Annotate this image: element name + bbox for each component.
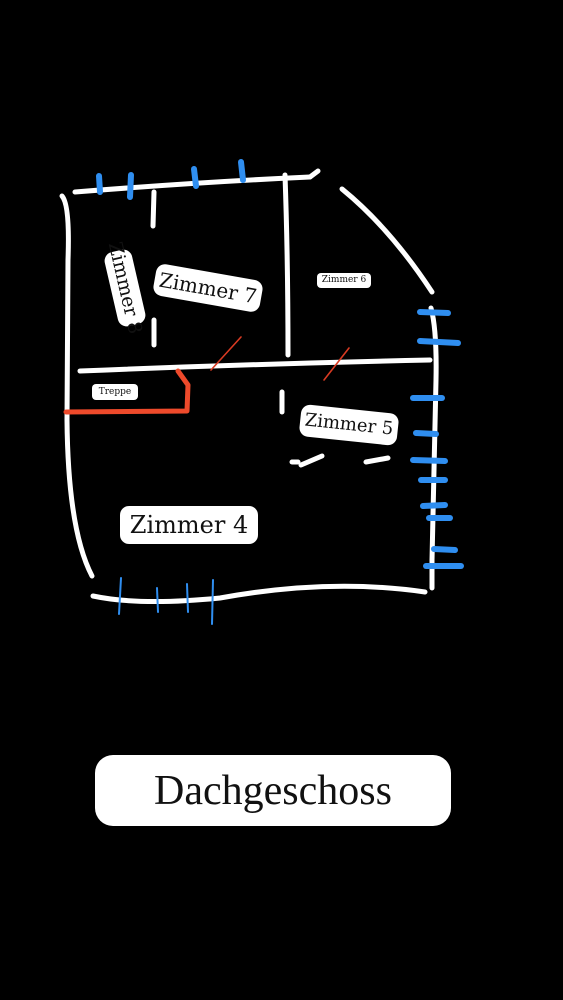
door-zimmer6 xyxy=(323,347,350,381)
wall-diagonal-northeast xyxy=(339,186,435,295)
wall-zimmer8-zimmer7 xyxy=(150,189,157,229)
window-right-2 xyxy=(417,338,461,346)
wall-corridor xyxy=(77,357,433,374)
wall-top-corner xyxy=(307,168,321,180)
window-bottom-4 xyxy=(211,579,214,625)
window-right-1 xyxy=(417,309,451,316)
window-bottom-3 xyxy=(186,583,189,613)
wall-right xyxy=(428,305,439,591)
window-bottom-2 xyxy=(156,587,159,613)
door-swings xyxy=(210,336,350,381)
room-label-zimmer6: Zimmer 6 xyxy=(317,273,371,288)
page-title: Dachgeschoss xyxy=(95,755,451,826)
wall-zimmer5-bottom-b xyxy=(298,453,325,468)
windows-top xyxy=(96,159,246,200)
stair-outline xyxy=(63,368,191,415)
walls xyxy=(59,168,439,605)
stairs xyxy=(63,368,191,415)
window-right-5 xyxy=(410,457,448,464)
window-top-4 xyxy=(238,159,246,183)
window-right-9 xyxy=(431,546,458,553)
window-top-2 xyxy=(127,172,134,200)
wall-zimmer5-bottom-c xyxy=(363,455,391,465)
wall-bottom xyxy=(90,583,428,605)
room-label-zimmer4: Zimmer 4 xyxy=(120,506,258,544)
room-label-treppe: Treppe xyxy=(92,384,138,400)
window-right-7 xyxy=(420,502,448,509)
window-top-1 xyxy=(96,173,103,195)
window-right-4 xyxy=(413,430,439,437)
door-zimmer7 xyxy=(210,336,242,371)
wall-zimmer7-zimmer6 xyxy=(282,172,291,358)
window-bottom-1 xyxy=(118,577,122,615)
wall-left xyxy=(59,193,95,579)
window-top-3 xyxy=(191,166,199,189)
windows-bottom xyxy=(118,577,214,625)
windows-right xyxy=(410,309,464,569)
